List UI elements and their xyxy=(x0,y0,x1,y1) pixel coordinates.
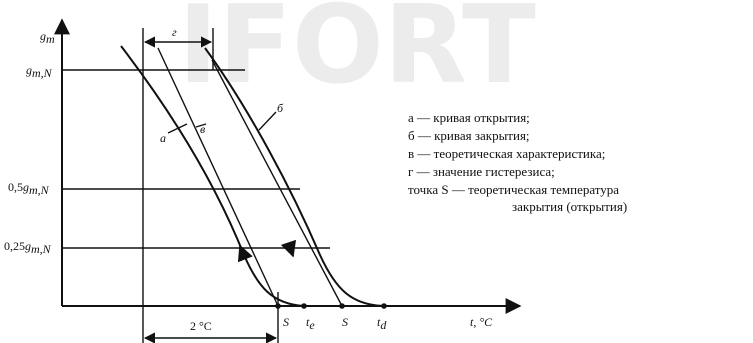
legend-item-s-cont: закрытия (открытия) xyxy=(512,199,627,214)
y-tick-half: 0,5gm,N xyxy=(8,180,50,197)
x-tick-s2: S xyxy=(342,315,348,329)
legend-item-a: а — кривая открытия; xyxy=(408,110,530,125)
legend-item-g: г — значение гистерезиса; xyxy=(408,164,555,179)
point-s-right xyxy=(339,303,345,309)
curve-label-v: в xyxy=(200,122,205,136)
closing-curve-b xyxy=(204,47,385,307)
legend-item-v: в — теоретическая характеристика; xyxy=(408,146,605,161)
point-td xyxy=(381,303,387,309)
label-leader-b xyxy=(258,111,277,131)
x-tick-te: te xyxy=(306,315,315,332)
hysteresis-label: г xyxy=(172,25,177,39)
y-tick-quarter: 0,25gm,N xyxy=(4,239,52,256)
closing-curve-arrow xyxy=(280,239,297,258)
legend-item-b: б — кривая закрытия; xyxy=(408,128,530,143)
label-leader-a xyxy=(167,123,188,134)
theoretical-line-right xyxy=(211,59,343,307)
watermark-text: IFORT xyxy=(178,0,536,108)
point-s-left xyxy=(275,303,281,309)
opening-curve-arrow xyxy=(237,244,253,263)
span-label: 2 °C xyxy=(190,319,212,333)
x-tick-s1: S xyxy=(283,315,289,329)
y-tick-full: gm,N xyxy=(26,63,53,80)
x-tick-td: td xyxy=(377,315,387,332)
label-leader-v xyxy=(195,123,207,128)
x-axis-label: t, °C xyxy=(470,315,493,329)
legend-item-s: точка S — теоретическая температура xyxy=(408,182,619,197)
y-axis-label: gm xyxy=(40,29,55,46)
legend: а — кривая открытия; б — кривая закрытия… xyxy=(408,110,627,214)
curve-label-b: б xyxy=(277,101,284,115)
theoretical-line-v xyxy=(157,47,279,307)
curve-label-a: a xyxy=(160,131,166,145)
point-te xyxy=(301,303,307,309)
